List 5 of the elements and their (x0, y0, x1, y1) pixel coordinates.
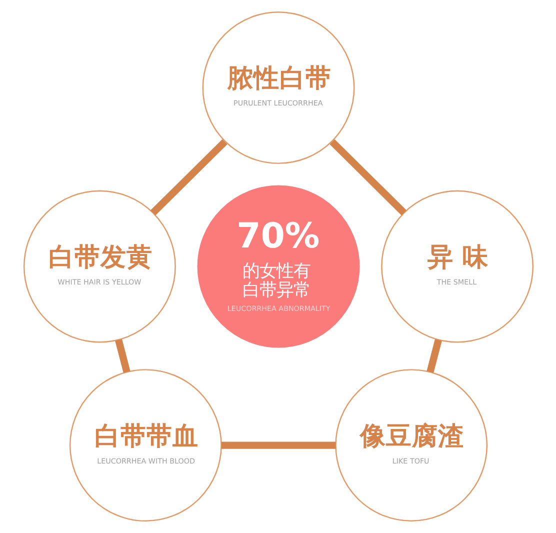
connector (426, 339, 442, 373)
connector (150, 139, 227, 216)
connector (220, 442, 336, 449)
connector (114, 339, 130, 373)
connector (329, 139, 406, 216)
